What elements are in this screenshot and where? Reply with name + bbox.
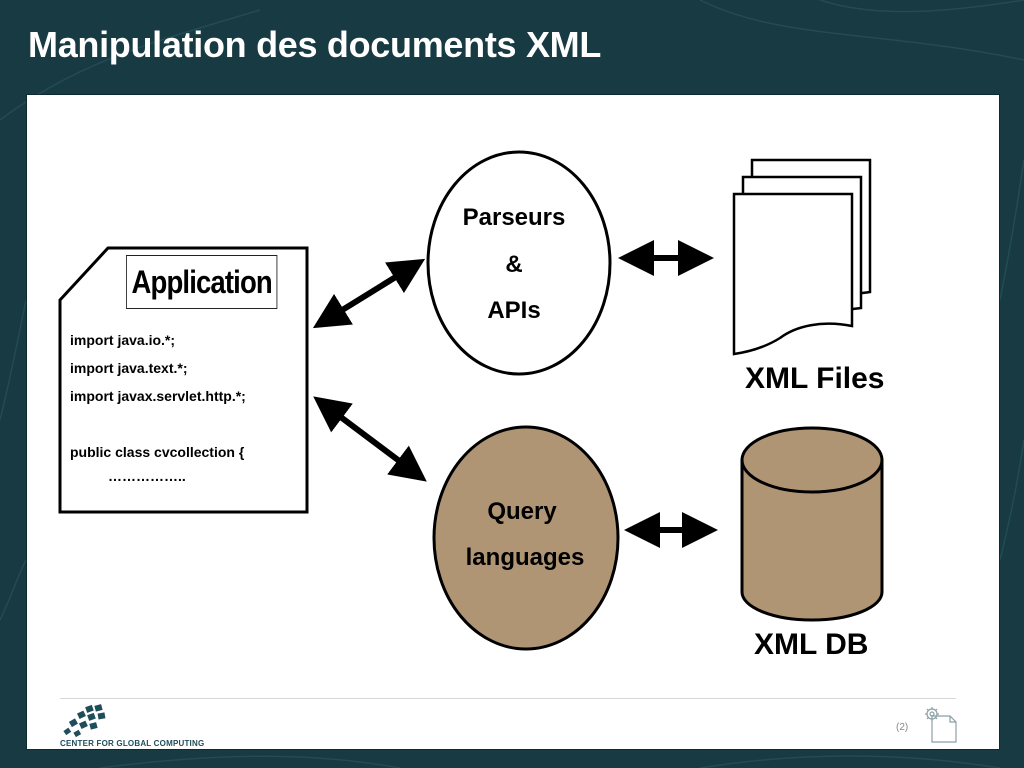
xml-db-label: XML DB: [754, 628, 869, 661]
footer-divider: [60, 698, 956, 699]
logo-text: CENTER FOR GLOBAL COMPUTING: [60, 739, 205, 748]
page-number: (2): [896, 722, 909, 733]
parsers-ellipse: [426, 150, 612, 376]
xml-db-cylinder: [740, 426, 884, 622]
parsers-label-3: APIs: [487, 297, 541, 324]
code-dots: ……………..: [108, 468, 186, 484]
xml-files-icon: [732, 158, 872, 356]
application-document-shape: [58, 246, 309, 514]
parsers-label-1: Parseurs: [462, 204, 566, 231]
arrow-app-parsers: [312, 258, 426, 329]
query-ellipse: [432, 425, 620, 651]
arrow-app-query: [313, 396, 427, 482]
code-snippet: import java.io.*; import java.text.*; im…: [70, 326, 246, 490]
code-line: import java.io.*;: [70, 332, 176, 348]
parsers-label-2: &: [505, 251, 523, 278]
code-class-line: public class cvcollection {: [70, 444, 245, 460]
xml-files-label: XML Files: [745, 362, 885, 395]
slide-title: Manipulation des documents XML: [28, 24, 602, 65]
code-line: import javax.servlet.http.*;: [70, 388, 246, 404]
query-label-2: languages: [465, 544, 585, 571]
application-title-box: Application: [126, 255, 278, 309]
code-line: import java.text.*;: [70, 360, 188, 376]
page-gear-icon: [925, 707, 957, 743]
globe-tile-icon: [63, 704, 106, 738]
query-label-1: Query: [487, 498, 557, 525]
